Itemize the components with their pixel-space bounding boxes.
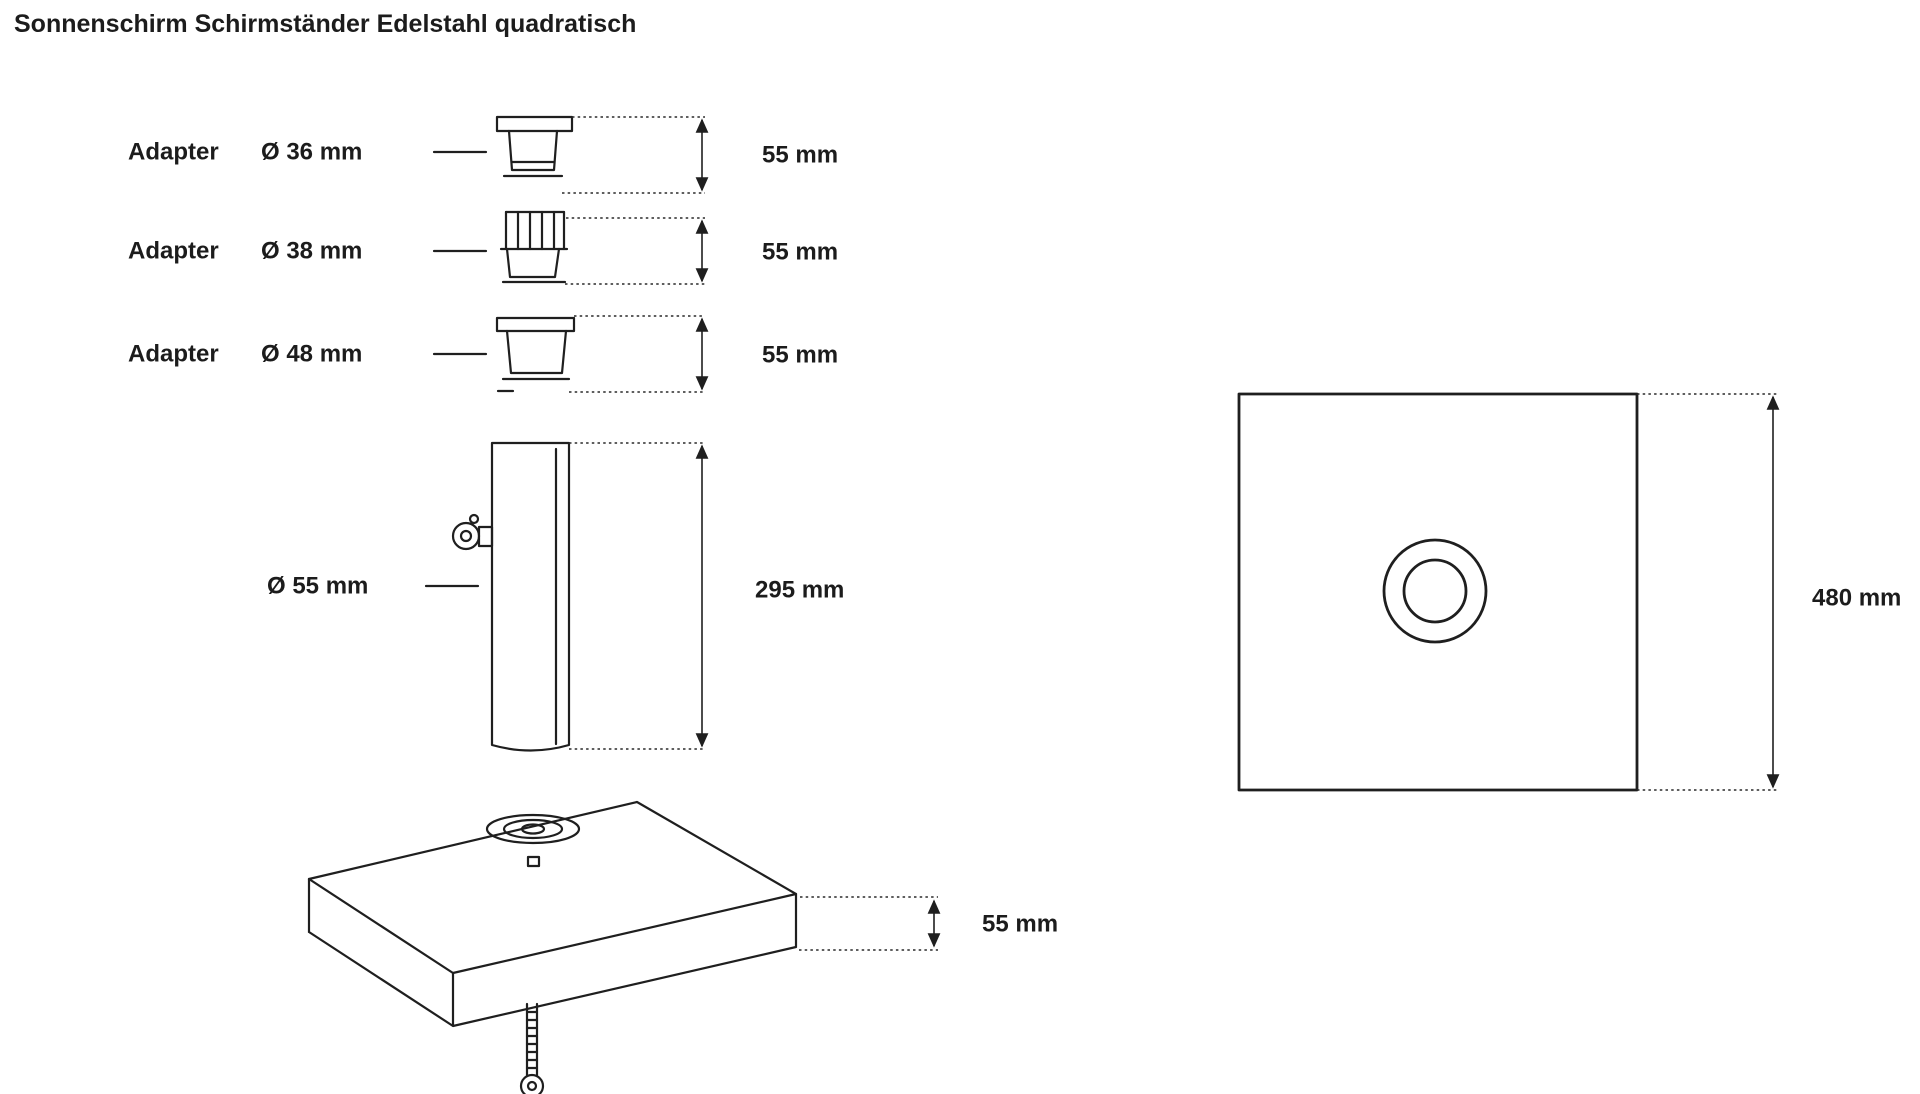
knob-outer [451, 521, 481, 551]
adapter-48-lip [496, 377, 571, 393]
base-plate-side-view: 55 mm [307, 800, 1058, 1094]
adapter-38-cup [505, 247, 561, 279]
base-ring-outer [485, 813, 581, 845]
adapter-48-height-dim: 55 mm [762, 342, 838, 369]
knob-inner [459, 529, 473, 543]
base-plate-top-view: 480 mm [1237, 392, 1901, 792]
knob-pin [468, 513, 480, 525]
adapter-48-drawing [495, 316, 576, 393]
base-side-faces [307, 877, 798, 1028]
top-view-drawing [1237, 392, 1639, 792]
adapter-38-label: Adapter [128, 238, 219, 265]
pole-drawing [451, 441, 571, 752]
adapter-36-label: Adapter [128, 139, 219, 166]
adapter-38-row: Adapter Ø 38 mm 55 mm [128, 210, 838, 285]
base-extension-lines [799, 896, 938, 951]
base-ring-middle [502, 818, 564, 840]
bolt-head-center [526, 1080, 538, 1092]
adapter-36-height-dim: 55 mm [762, 142, 838, 169]
bolt-threads [525, 1010, 539, 1070]
adapter-38-size: Ø 38 mm [261, 238, 362, 265]
top-view-extension-lines [1637, 393, 1777, 791]
adapter-36-extension-lines [562, 116, 705, 194]
base-plate-drawing [307, 800, 798, 1028]
knob-stem [477, 525, 494, 548]
adapter-36-rim [495, 115, 574, 133]
base-ring-hole [520, 823, 546, 835]
adapter-38-ribs [504, 210, 566, 251]
page-title: Sonnenschirm Schirmständer Edelstahl qua… [14, 10, 636, 38]
adapter-38-drawing [499, 210, 569, 284]
pole-diameter-label: Ø 55 mm [267, 573, 368, 600]
base-thickness-dim: 55 mm [982, 911, 1058, 938]
adapter-48-size: Ø 48 mm [261, 341, 362, 368]
top-view-ring-inner [1402, 558, 1468, 624]
adapter-36-row: Adapter Ø 36 mm 55 mm [128, 115, 838, 194]
adapter-48-rim [495, 316, 576, 333]
pole-extension-lines [569, 442, 705, 750]
adapter-38-extension-lines [565, 217, 705, 285]
top-view-ring-outer [1382, 538, 1488, 644]
base-top-face [307, 800, 798, 975]
pole-length-dim: 295 mm [755, 577, 844, 604]
adapter-38-height-dim: 55 mm [762, 239, 838, 266]
adapter-36-size: Ø 36 mm [261, 139, 362, 166]
top-view-square [1237, 392, 1639, 792]
bolt-drawing [519, 1002, 545, 1094]
adapter-48-label: Adapter [128, 341, 219, 368]
adapter-48-cup [505, 329, 568, 375]
pole-body [490, 441, 571, 752]
adapter-48-extension-lines [569, 315, 705, 393]
base-bolt-slot [526, 855, 541, 868]
bolt-shaft [525, 1002, 539, 1077]
adapter-48-row: Adapter Ø 48 mm 55 mm [128, 315, 838, 393]
top-view-size-dim: 480 mm [1812, 585, 1901, 612]
adapter-36-cup [507, 129, 559, 172]
adapter-36-drawing [495, 115, 574, 178]
pole-section: Ø 55 mm 295 mm [267, 441, 844, 752]
bolt-head [519, 1073, 545, 1094]
adapter-36-lip [502, 160, 564, 178]
